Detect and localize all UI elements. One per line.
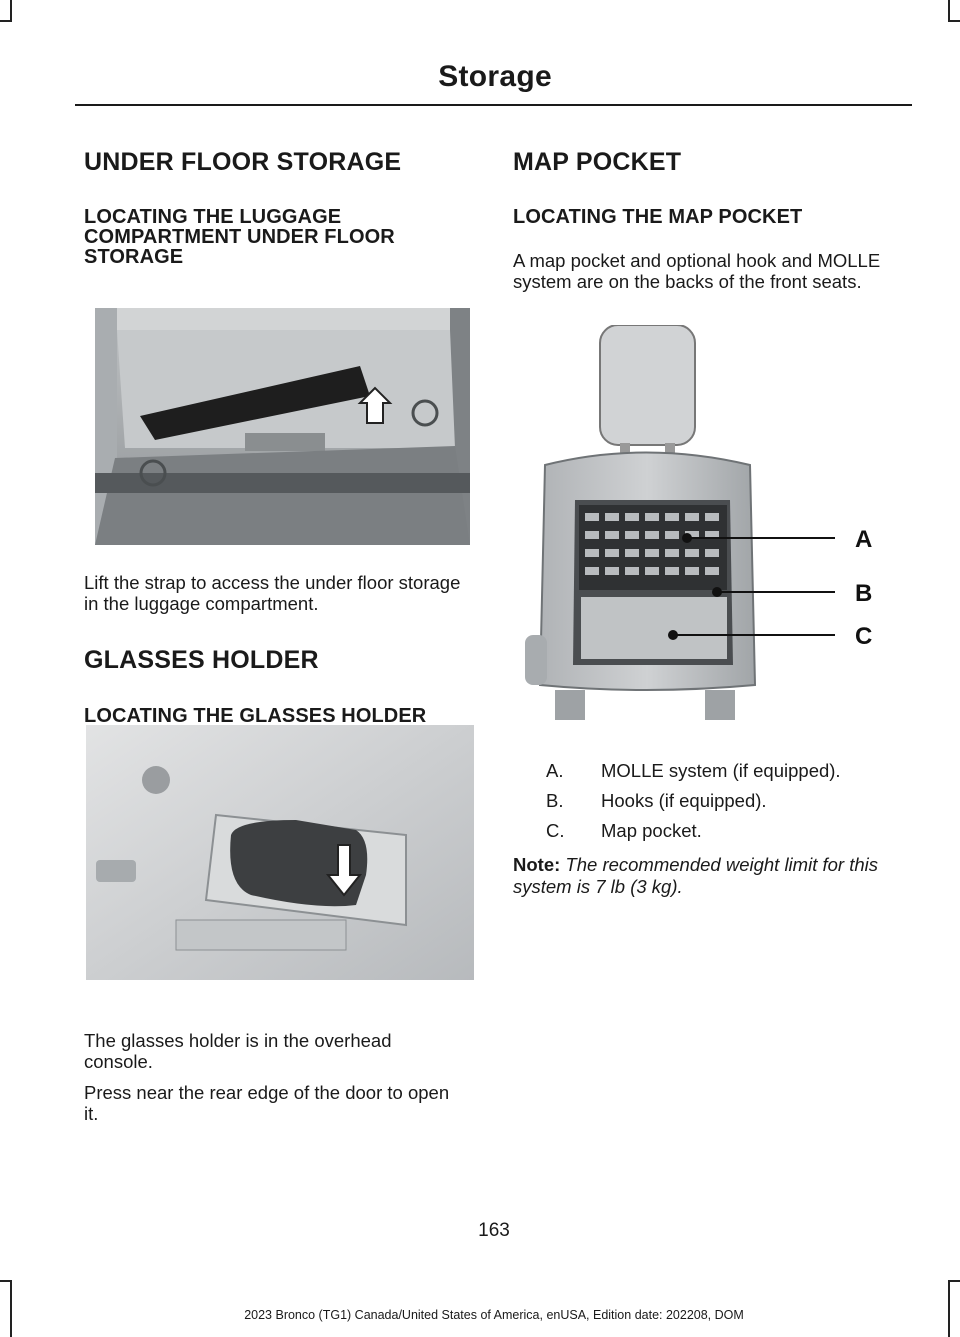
callout-b: B bbox=[855, 580, 872, 607]
section-heading-map-pocket: MAP POCKET bbox=[513, 148, 682, 176]
header-rule bbox=[75, 104, 912, 106]
page-number: 163 bbox=[478, 1220, 510, 1241]
list-letter: B. bbox=[546, 790, 564, 811]
list-text: Map pocket. bbox=[601, 820, 702, 841]
list-letter: C. bbox=[546, 820, 565, 841]
glasses-holder-body-2: Press near the rear edge of the door to … bbox=[84, 1082, 450, 1124]
note-text: The recommended weight limit for this sy… bbox=[513, 854, 878, 897]
molle-grid bbox=[585, 513, 719, 575]
glasses-holder-illustration bbox=[86, 725, 474, 980]
subheading-glasses-holder: LOCATING THE GLASSES HOLDER bbox=[84, 705, 427, 727]
glasses-holder-body-1: The glasses holder is in the overhead co… bbox=[84, 1030, 392, 1072]
crop-mark bbox=[0, 1280, 12, 1282]
list-text: MOLLE system (if equipped). bbox=[601, 760, 841, 781]
crop-mark bbox=[948, 1280, 950, 1337]
crop-mark bbox=[0, 20, 12, 22]
map-pocket-body: A map pocket and optional hook and MOLLE… bbox=[513, 250, 881, 292]
note-label: Note: bbox=[513, 854, 561, 875]
crop-mark bbox=[10, 0, 12, 22]
callout-c: C bbox=[855, 623, 872, 650]
callout-a: A bbox=[855, 526, 872, 553]
crop-mark bbox=[948, 20, 960, 22]
subheading-map-pocket: LOCATING THE MAP POCKET bbox=[513, 206, 803, 228]
weight-note: Note: The recommended weight limit for t… bbox=[513, 854, 903, 898]
crop-mark bbox=[948, 0, 950, 22]
section-heading-glasses-holder: GLASSES HOLDER bbox=[84, 646, 319, 674]
subheading-luggage-under-floor: LOCATING THE LUGGAGE COMPARTMENT UNDER F… bbox=[84, 206, 395, 268]
luggage-compartment-illustration bbox=[95, 308, 470, 545]
list-letter: A. bbox=[546, 760, 564, 781]
seat-back-illustration: A B C bbox=[515, 325, 910, 740]
list-text: Hooks (if equipped). bbox=[601, 790, 767, 811]
footer-edition: 2023 Bronco (TG1) Canada/United States o… bbox=[244, 1308, 744, 1322]
crop-mark bbox=[10, 1280, 12, 1337]
section-heading-under-floor-storage: UNDER FLOOR STORAGE bbox=[84, 148, 402, 176]
crop-mark bbox=[948, 1280, 960, 1282]
page-title: Storage bbox=[438, 60, 552, 93]
under-floor-body: Lift the strap to access the under floor… bbox=[84, 572, 461, 614]
